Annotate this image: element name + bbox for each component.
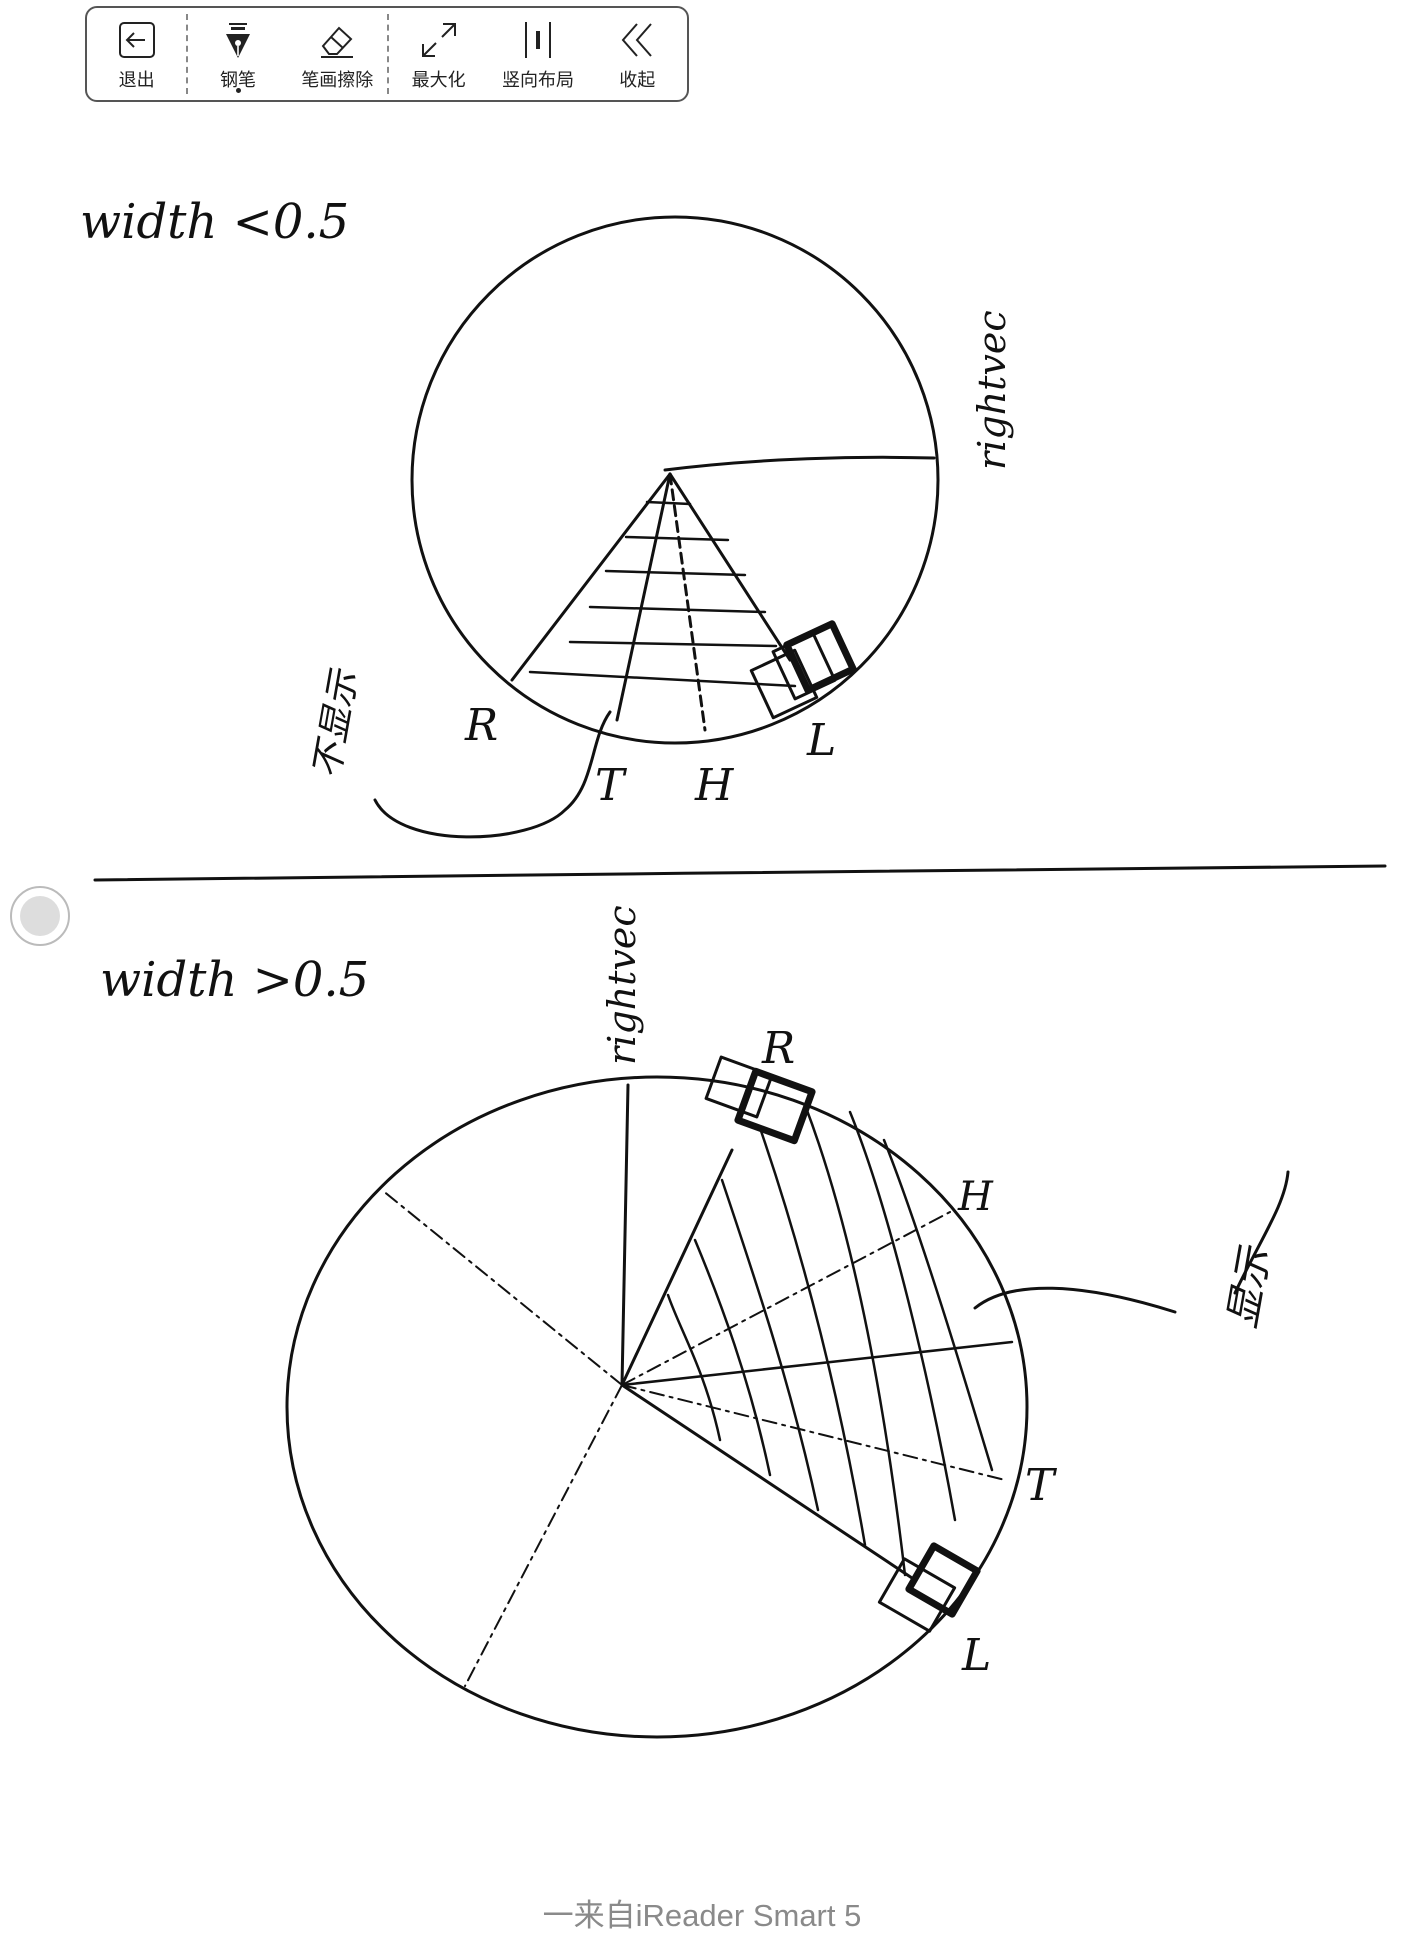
top-circle (410, 215, 940, 745)
stroke-eraser-button[interactable]: 笔画擦除 (288, 8, 387, 100)
pen-button[interactable]: 钢笔 (188, 8, 287, 100)
top-note-arrow (373, 710, 612, 839)
top-rightvec-label: rightvec (970, 310, 1014, 470)
bottom-t-label: T (1025, 1460, 1058, 1511)
bottom-note-arrow (973, 1286, 1177, 1314)
top-right-line (663, 455, 936, 472)
side-scroll-handle[interactable] (10, 886, 70, 946)
top-triangle-right (668, 472, 792, 662)
top-l-box (749, 620, 857, 720)
bottom-r-box (704, 1055, 816, 1145)
top-triangle-left (510, 472, 672, 682)
exit-button[interactable]: 退出 (87, 8, 186, 100)
maximize-label: 最大化 (411, 70, 466, 91)
top-t-ray (615, 472, 672, 722)
toolbar-divider (186, 14, 189, 94)
top-h-ray (668, 472, 707, 732)
top-t-label: T (595, 760, 628, 811)
vertical-layout-label: 竖向布局 (501, 70, 574, 91)
bottom-triangle-lower (620, 1383, 917, 1582)
bottom-l-label: L (961, 1630, 991, 1681)
top-title: width <0.5 (80, 194, 349, 250)
bottom-triangle-upper (620, 1148, 734, 1387)
bottom-dashed-axes (381, 1189, 1006, 1687)
collapse-icon (621, 23, 653, 57)
bottom-vertical-line (620, 1083, 630, 1387)
bottom-h-label: H (957, 1174, 994, 1220)
footer-source: 一来自iReader Smart 5 (542, 1898, 862, 1933)
active-indicator (235, 88, 241, 93)
toolbar-divider (386, 14, 389, 94)
bottom-circle (285, 1075, 1029, 1739)
pen-label: 钢笔 (219, 70, 256, 91)
top-hatching (528, 500, 797, 688)
top-l-label: L (806, 715, 836, 766)
bottom-hatching (666, 1103, 994, 1577)
pen-toolbar: 退出 钢笔 笔画擦除 最大化 竖向布 (85, 6, 689, 102)
exit-icon (118, 22, 155, 58)
top-r-label: R (464, 700, 498, 751)
collapse-label: 收起 (619, 70, 656, 91)
bottom-r-label: R (761, 1023, 795, 1074)
bottom-l-box (877, 1542, 981, 1633)
bottom-note: 显示 (1220, 1242, 1280, 1332)
top-note: 不显示 (306, 665, 366, 781)
top-h-label: H (694, 760, 735, 811)
maximize-button[interactable]: 最大化 (389, 8, 488, 100)
exit-label: 退出 (118, 70, 155, 91)
vertical-layout-icon (524, 22, 551, 58)
bottom-note-stroke (1233, 1170, 1290, 1295)
collapse-button[interactable]: 收起 (588, 8, 687, 100)
bottom-title: width >0.5 (100, 952, 369, 1008)
eraser-icon (321, 26, 354, 58)
bottom-ref-line (620, 1340, 1014, 1387)
section-divider (93, 864, 1387, 882)
pen-icon (225, 23, 250, 58)
maximize-icon (421, 23, 456, 57)
bottom-rightvec-label: rightvec (600, 905, 644, 1065)
stroke-eraser-label: 笔画擦除 (301, 70, 374, 91)
vertical-layout-button[interactable]: 竖向布局 (488, 8, 587, 100)
